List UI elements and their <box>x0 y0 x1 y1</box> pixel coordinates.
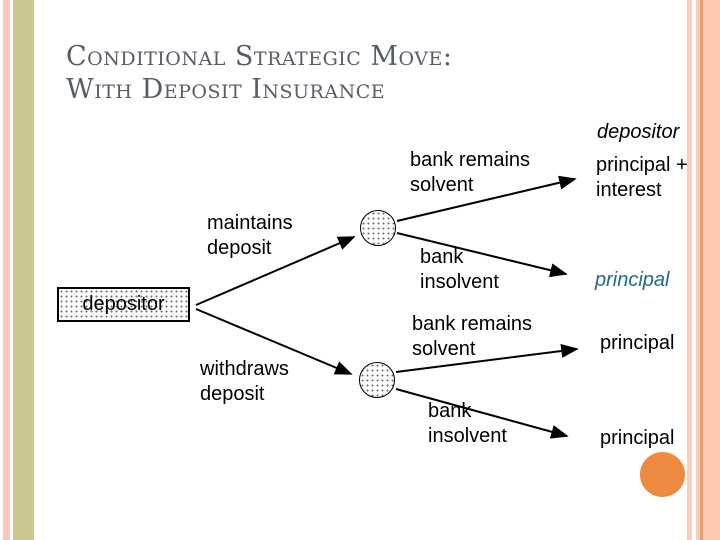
label-bottom-solvent-line1: bank remains <box>412 313 533 335</box>
left-olive-stripe <box>13 0 34 540</box>
decision-node-depositor: depositor <box>57 287 190 322</box>
label-top-solvent-line1: bank remains <box>410 149 531 171</box>
label-withdraws-line2: deposit <box>200 383 265 405</box>
label-bottom-bank-solvent: bank remains solvent <box>412 312 532 362</box>
payoff-withdraw-insolvent: principal <box>600 427 675 449</box>
payoff-maintain-solvent-line2: interest <box>596 179 662 201</box>
label-top-insolvent-line1: bank <box>420 246 464 268</box>
label-bottom-solvent-line2: solvent <box>412 338 476 360</box>
slide-title-line2: With Deposit Insurance <box>66 74 386 105</box>
label-withdraws-deposit: withdraws deposit <box>200 357 289 407</box>
label-top-solvent-line2: solvent <box>410 174 474 196</box>
chance-node-maintains <box>360 210 396 246</box>
payoff-column-header: depositor <box>597 121 680 143</box>
right-accent-line <box>700 0 703 540</box>
payoff-maintain-solvent-line1: principal + <box>596 154 688 176</box>
payoff-maintain-solvent: principal + interest <box>596 153 688 203</box>
chance-node-withdraws <box>359 362 395 398</box>
accent-circle <box>640 452 685 497</box>
label-maintains-line1: maintains <box>207 212 293 234</box>
slide-title: Conditional Strategic Move: With Deposit… <box>66 40 626 106</box>
payoff-withdraw-solvent: principal <box>600 332 675 354</box>
label-bottom-insolvent-line2: insolvent <box>428 425 507 447</box>
label-top-bank-insolvent: bank insolvent <box>420 245 499 295</box>
slide-title-line1: Conditional Strategic Move: <box>66 41 453 72</box>
label-withdraws-line1: withdraws <box>200 358 289 380</box>
right-pale-stripe <box>687 0 692 540</box>
payoff-maintain-insolvent: principal <box>595 269 670 291</box>
label-maintains-line2: deposit <box>207 237 272 259</box>
left-pink-stripe <box>3 0 10 540</box>
label-top-insolvent-line2: insolvent <box>420 271 499 293</box>
label-maintains-deposit: maintains deposit <box>207 211 293 261</box>
label-bottom-insolvent-line1: bank <box>428 400 472 422</box>
decision-node-label: depositor <box>82 293 165 315</box>
label-top-bank-solvent: bank remains solvent <box>410 148 530 198</box>
label-bottom-bank-insolvent: bank insolvent <box>428 399 507 449</box>
